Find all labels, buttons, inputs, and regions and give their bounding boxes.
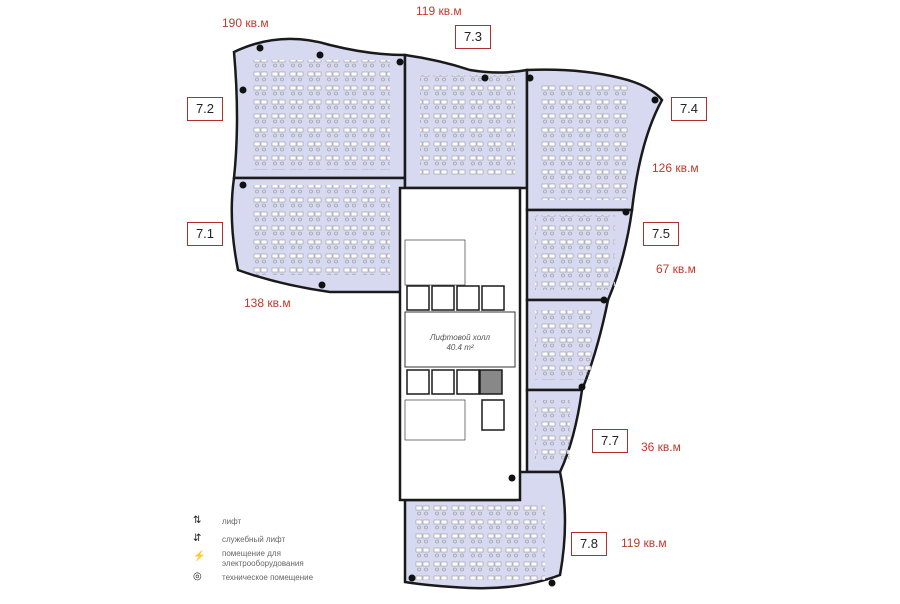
lobby-room[interactable]	[404, 311, 516, 368]
unit-label-7-3[interactable]: 7.3	[455, 25, 491, 49]
unit-label-7-8[interactable]: 7.8	[571, 532, 607, 556]
technical-room-icon: ◎	[193, 571, 202, 582]
legend-technical-room: техническое помещение	[222, 573, 314, 582]
legend-elevator: лифт	[222, 517, 242, 526]
lightning-icon: ⚡	[193, 551, 206, 562]
area-7-8: 119 кв.м	[621, 536, 667, 550]
service-elevator-icon: ⇵	[193, 533, 202, 544]
unit-label-7-1[interactable]: 7.1	[187, 222, 223, 246]
area-7-5: 67 кв.м	[656, 262, 696, 276]
elevator-icon: ⇅	[193, 515, 202, 526]
lobby-label: Лифтовой холл 40.4 m²	[405, 333, 515, 353]
area-7-1: 138 кв.м	[244, 296, 291, 310]
unit-label-7-5[interactable]: 7.5	[643, 222, 679, 246]
unit-label-7-4[interactable]: 7.4	[671, 97, 707, 121]
legend-electrical-room: помещение для электрооборудования	[222, 549, 304, 568]
area-7-2: 190 кв.м	[222, 16, 269, 30]
unit-label-7-2[interactable]: 7.2	[187, 97, 223, 121]
lobby-name: Лифтовой холл	[430, 333, 490, 342]
area-7-4: 126 кв.м	[652, 161, 699, 175]
area-7-7: 36 кв.м	[641, 440, 681, 454]
area-7-3: 119 кв.м	[416, 4, 462, 18]
unit-label-7-7[interactable]: 7.7	[592, 429, 628, 453]
lobby-area: 40.4 m²	[446, 343, 474, 352]
legend-service-elevator: служебный лифт	[222, 535, 286, 544]
